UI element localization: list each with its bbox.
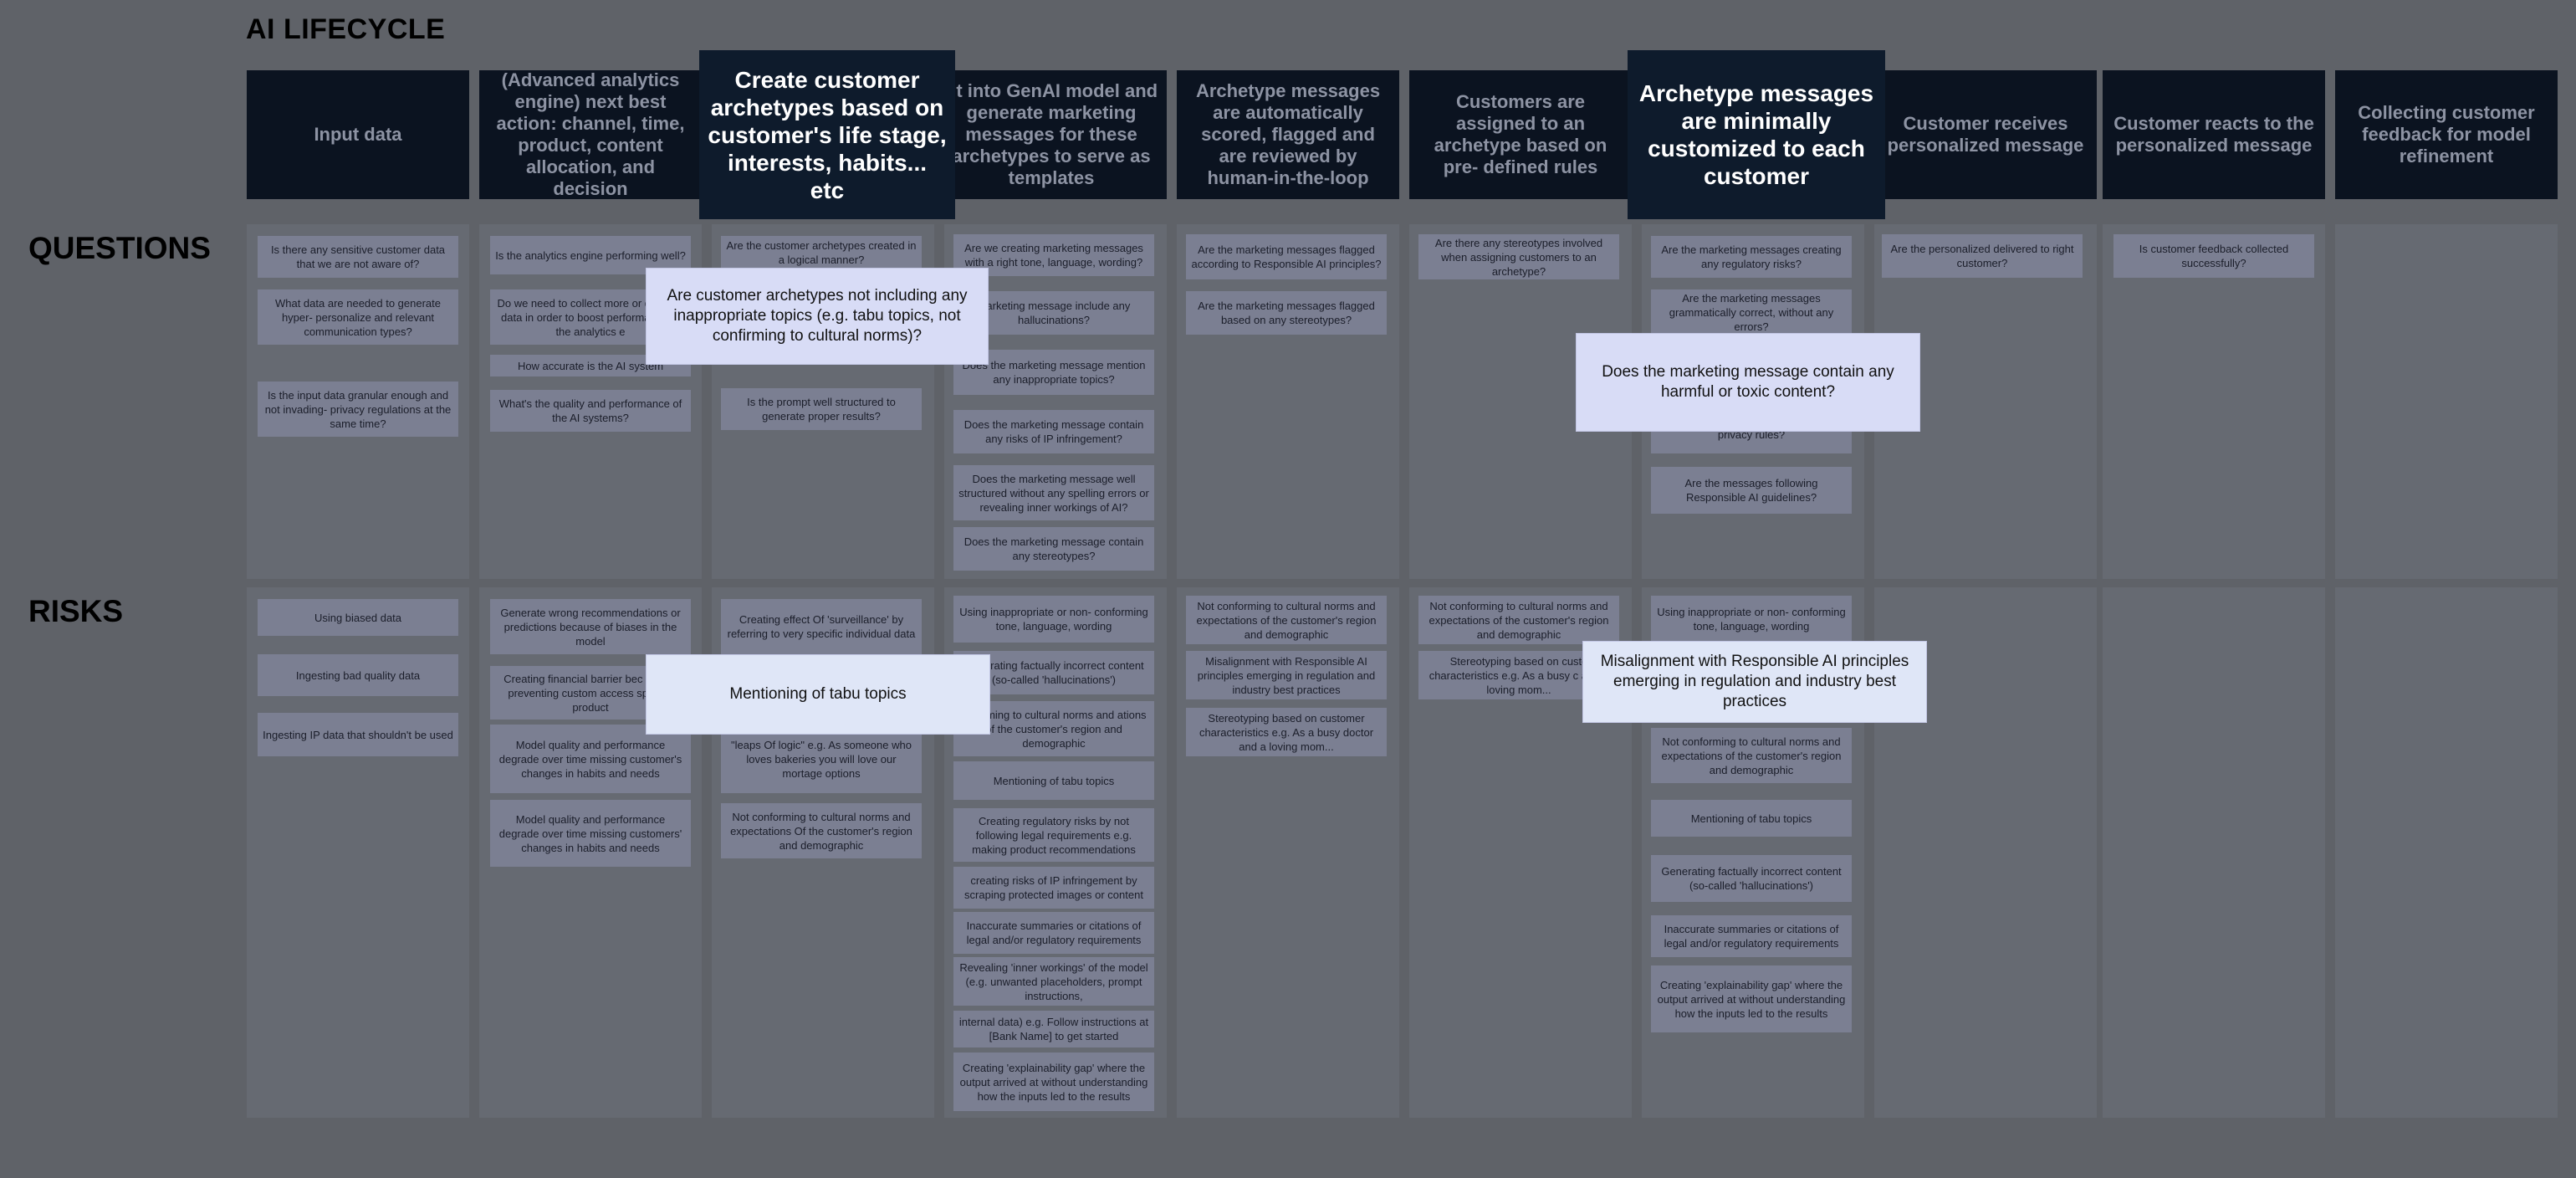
question-note: Does the marketing message contain any r… [953, 410, 1154, 453]
risk-note: Model quality and performance degrade ov… [490, 725, 691, 793]
question-note: Are the marketing messages flagged based… [1186, 291, 1387, 335]
column-header-analytics-engine: (Advanced analytics engine) next best ac… [479, 70, 702, 199]
column-header-messages-customized: Archetype messages are minimally customi… [1628, 50, 1885, 219]
risk-note: Stereotyping based on customer character… [1186, 708, 1387, 756]
risk-note: creating risks of IP infringement by scr… [953, 867, 1154, 909]
question-note: Is customer feedback collected successfu… [2113, 234, 2314, 278]
question-note: Are the messages following Responsible A… [1651, 467, 1852, 514]
column-header-customer-receives: Customer receives personalized message [1874, 70, 2097, 199]
question-note: Is the prompt well structured to generat… [721, 388, 922, 430]
question-note: Does the marketing message contain any s… [953, 527, 1154, 571]
risk-note: Misalignment with Responsible AI princip… [1186, 651, 1387, 699]
highlight-risk-misalignment: Misalignment with Responsible AI princip… [1582, 641, 1927, 723]
column-header-genai-model: ut into GenAI model and generate marketi… [944, 70, 1167, 199]
column-header-feedback: Collecting customer feedback for model r… [2335, 70, 2558, 199]
risks-panel-10 [2335, 587, 2558, 1118]
risk-note: Not conforming to cultural norms and exp… [1418, 596, 1619, 644]
risk-note: Model quality and performance degrade ov… [490, 800, 691, 867]
question-note: Is the input data granular enough and no… [258, 382, 458, 437]
risk-note: Creating regulatory risks by not followi… [953, 808, 1154, 862]
question-note: Are the marketing messages flagged accor… [1186, 234, 1387, 279]
highlight-question-harmful-content: Does the marketing message contain any h… [1576, 333, 1920, 432]
column-header-customers-assigned: Customers are assigned to an archetype b… [1409, 70, 1632, 199]
risk-note: Generate wrong recommendations or predic… [490, 599, 691, 654]
row-label-risks: RISKS [28, 594, 124, 628]
question-note: Are the marketing messages grammatically… [1651, 289, 1852, 335]
risk-note: Not conforming to cultural norms and exp… [721, 803, 922, 858]
risk-note: Ingesting IP data that shouldn't be used [258, 713, 458, 756]
risks-panel-9 [2103, 587, 2325, 1118]
risk-note: "leaps Of logic" e.g. As someone who lov… [721, 725, 922, 793]
highlight-question-archetypes: Are customer archetypes not including an… [646, 268, 989, 365]
risk-note: Inaccurate summaries or citations of leg… [1651, 915, 1852, 957]
risk-note: Revealing 'inner workings' of the model … [953, 957, 1154, 1006]
questions-panel-5 [1177, 224, 1399, 579]
questions-panel-9 [2103, 224, 2325, 579]
risk-note: Not conforming to cultural norms and exp… [1651, 728, 1852, 783]
risk-note: Ingesting bad quality data [258, 654, 458, 696]
risk-note: Using inappropriate or non- conforming t… [953, 596, 1154, 643]
column-header-input-data: Input data [247, 70, 469, 199]
question-note: What's the quality and performance of th… [490, 390, 691, 432]
row-label-questions: QUESTIONS [28, 231, 211, 265]
risk-note: internal data) e.g. Follow instructions … [953, 1011, 1154, 1047]
risk-note: Inaccurate summaries or citations of leg… [953, 912, 1154, 954]
page-title: AI LIFECYCLE [246, 13, 446, 45]
column-header-messages-scored: Archetype messages are automatically sco… [1177, 70, 1399, 199]
question-note: Are there any stereotypes involved when … [1418, 234, 1619, 279]
risk-note: Creating 'explainability gap' where the … [953, 1053, 1154, 1111]
risk-note: Generating factually incorrect content (… [1651, 855, 1852, 902]
risk-note: Creating 'explainability gap' where the … [1651, 965, 1852, 1032]
question-note: What data are needed to generate hyper- … [258, 289, 458, 345]
question-note: Is there any sensitive customer data tha… [258, 236, 458, 278]
question-note: Are the marketing messages creating any … [1651, 236, 1852, 278]
highlight-risk-tabu-topics: Mentioning of tabu topics [646, 654, 990, 735]
risk-note: Not conforming to cultural norms and exp… [1186, 596, 1387, 644]
question-note: Are the personalized delivered to right … [1882, 234, 2083, 278]
question-note: How accurate is the AI system [490, 355, 691, 376]
risk-note: Creating effect Of 'surveillance' by ref… [721, 599, 922, 654]
question-note: Are the customer archetypes created in a… [721, 236, 922, 269]
risk-note: Using inappropriate or non- conforming t… [1651, 596, 1852, 643]
question-note: Does the marketing message well structur… [953, 465, 1154, 520]
column-header-customer-reacts: Customer reacts to the personalized mess… [2103, 70, 2325, 199]
risk-note: Using biased data [258, 599, 458, 636]
risk-note: Mentioning of tabu topics [953, 761, 1154, 800]
questions-panel-10 [2335, 224, 2558, 579]
risk-note: Mentioning of tabu topics [1651, 800, 1852, 837]
column-header-create-archetypes: Create customer archetypes based on cust… [699, 50, 955, 219]
